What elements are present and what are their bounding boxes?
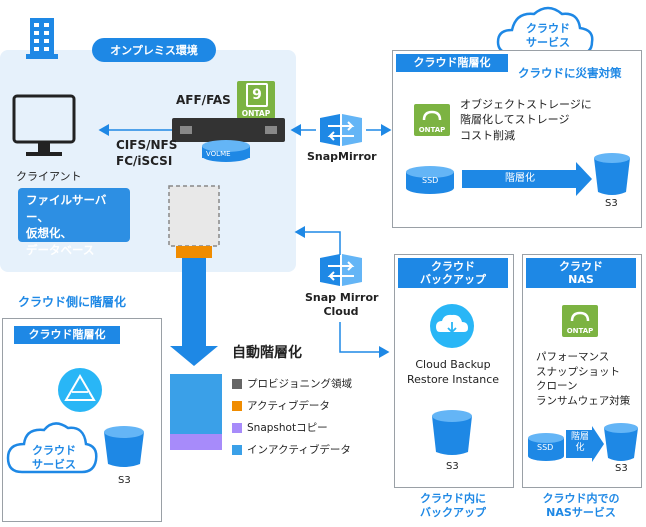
legend-item: プロビジョニング領域: [232, 376, 352, 391]
nas-header-line: クラウド: [559, 259, 603, 273]
snapmirror-label: SnapMirror: [307, 150, 377, 163]
workload-line: 仮想化、: [26, 226, 72, 241]
cloud-side-cloud-line: サービス: [32, 458, 76, 472]
cloud-side-box: [2, 318, 162, 522]
nas-header-line: NAS: [568, 273, 594, 286]
backup-product: Cloud Backup Restore Instance: [398, 358, 508, 388]
nas-s3-label: S3: [615, 463, 628, 474]
dr-box: [392, 50, 642, 228]
backup-caption-line: バックアップ: [420, 506, 486, 520]
storage-label: AFF/FAS: [176, 93, 231, 107]
dr-description-line: コスト削減: [460, 128, 515, 142]
nas-caption-line: クラウド内での: [542, 492, 620, 505]
protocol-labels: CIFS/NFS FC/iSCSI: [116, 138, 177, 169]
nas-tiering-line: 階層: [570, 432, 589, 442]
client-label: クライアント: [16, 170, 82, 183]
backup-product-line: Cloud Backup: [415, 358, 491, 371]
ontap-icon: ONTAP: [562, 305, 598, 337]
nas-caption-line: NASサービス: [546, 506, 616, 520]
nas-ssd-label: SSD: [537, 443, 554, 452]
protocol-label: FC/iSCSI: [116, 153, 173, 168]
legend-item: Snapshotコピー: [232, 420, 328, 435]
cloud-service-badge: クラウド サービス: [510, 22, 586, 50]
nas-feature: スナップショット: [536, 365, 620, 378]
ontap-label: ONTAP: [418, 126, 446, 134]
cloud-side-title: クラウド側に階層化: [18, 295, 127, 309]
nas-feature: クローン: [536, 380, 578, 393]
onprem-title: オンプレミス環境: [92, 38, 216, 62]
cloud-badge-line: クラウド: [526, 22, 570, 35]
snapmirror-cloud-line: Cloud: [323, 305, 359, 319]
ontap-label: ONTAP: [566, 327, 594, 335]
workload-line: ファイルサーバー、: [26, 193, 107, 224]
cloud-side-cloud-label: クラウド サービス: [14, 444, 94, 473]
workload-box: ファイルサーバー、 仮想化、 データベース: [18, 188, 130, 257]
ontap-label: ONTAP: [241, 109, 271, 118]
dr-s3-label: S3: [605, 198, 618, 209]
cloud-side-header: クラウド階層化: [14, 326, 120, 344]
dr-title: クラウドに災害対策: [518, 66, 622, 80]
workload-line: データベース: [26, 243, 95, 258]
cloud-badge-line: サービス: [526, 35, 570, 49]
cloud-side-s3-label: S3: [118, 475, 131, 486]
dr-ssd-label: SSD: [422, 176, 439, 185]
backup-caption: クラウド内に バックアップ: [394, 492, 512, 521]
dr-description: オブジェクトストレージに 階層化してストレージ コスト削減: [460, 97, 592, 143]
nas-feature: ランサムウェア対策: [536, 395, 631, 408]
backup-product-line: Restore Instance: [406, 372, 500, 386]
protocol-label: CIFS/NFS: [116, 138, 178, 152]
backup-header: クラウドバックアップ: [398, 258, 508, 288]
nas-caption: クラウド内での NASサービス: [522, 492, 640, 521]
nas-feature: パフォーマンス: [536, 351, 610, 363]
backup-header-line: バックアップ: [420, 273, 486, 286]
dr-description-line: オブジェクトストレージに: [460, 98, 592, 111]
snapmirror-cloud-line: Snap Mirror: [305, 291, 379, 304]
backup-s3-label: S3: [446, 461, 459, 472]
legend-item: インアクティブデータ: [232, 442, 351, 457]
backup-header-line: クラウド: [431, 259, 475, 273]
auto-tiering-title: 自動階層化: [232, 345, 302, 361]
dr-tiering-label: 階層化: [505, 173, 535, 184]
cloud-side-cloud-line: クラウド: [32, 444, 76, 457]
dr-description-line: 階層化してストレージ: [460, 113, 570, 127]
legend-item: アクティブデータ: [232, 398, 330, 413]
ontap-icon: ONTAP: [414, 104, 450, 136]
nas-features: パフォーマンス スナップショット クローン ランサムウェア対策: [536, 350, 630, 409]
backup-caption-line: クラウド内に: [420, 492, 486, 505]
dr-header: クラウド階層化: [396, 54, 508, 72]
volume-label: VOLME: [206, 150, 231, 158]
nas-tiering-label: 階層 化: [568, 432, 592, 454]
nas-tiering-line: 化: [575, 442, 585, 453]
snapmirror-cloud-label: Snap Mirror Cloud: [305, 291, 379, 320]
ontap-icon: 9 ONTAP: [237, 81, 275, 119]
